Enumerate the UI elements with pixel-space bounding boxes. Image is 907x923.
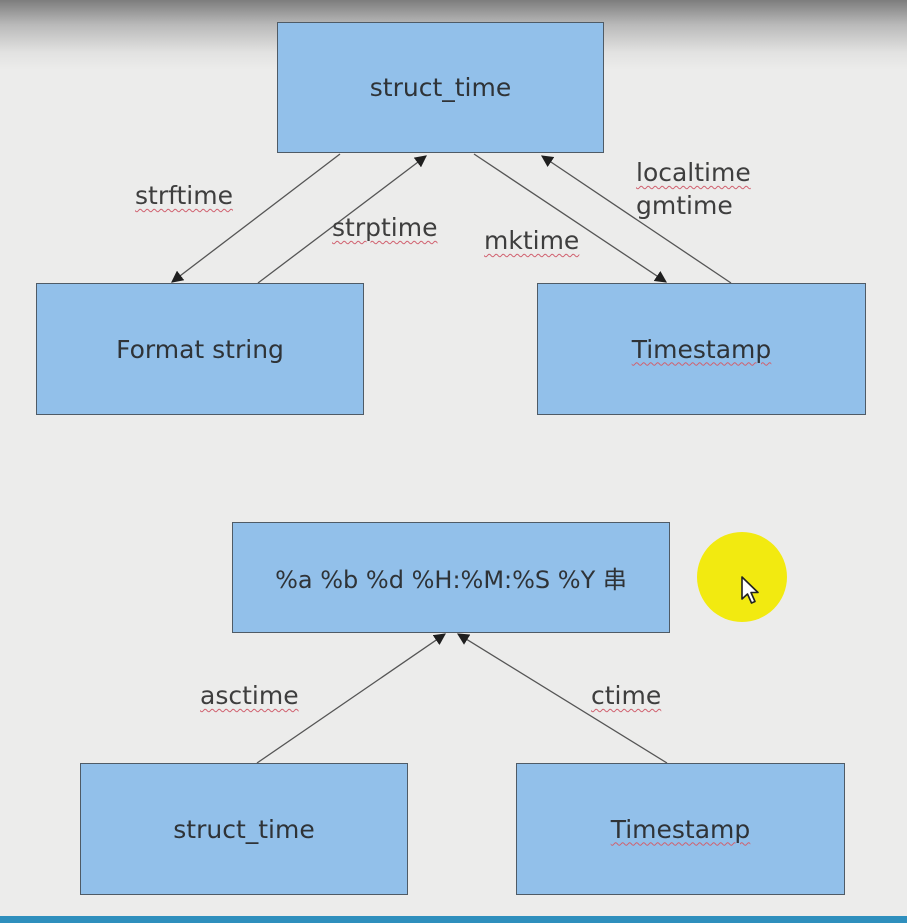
edge-label-asctime: asctime (200, 681, 299, 710)
edge-label-strftime: strftime (135, 181, 233, 210)
node-struct-time-bottom: struct_time (80, 763, 408, 895)
node-format-string: Format string (36, 283, 364, 415)
mouse-pointer-icon (741, 576, 759, 604)
arrow-mktime (473, 153, 667, 283)
bottom-bar (0, 916, 907, 923)
node-label: %a %b %d %H:%M:%S %Y 串 (275, 566, 627, 594)
node-label: struct_time (173, 814, 315, 844)
node-label: Timestamp (631, 334, 772, 364)
arrow-ctime (456, 633, 668, 764)
arrow-asctime (256, 633, 446, 764)
edge-label-localtime: localtime (636, 158, 751, 187)
node-label: Format string (116, 334, 284, 364)
arrow-strftime (171, 153, 341, 283)
node-struct-time-top: struct_time (277, 22, 604, 153)
node-timestamp-bottom: Timestamp (516, 763, 845, 895)
edge-label-strptime: strptime (332, 213, 438, 242)
node-label: Timestamp (610, 814, 751, 844)
node-label: struct_time (369, 73, 512, 102)
node-timestamp-top: Timestamp (537, 283, 866, 415)
edge-label-mktime: mktime (484, 226, 580, 255)
edge-label-ctime: ctime (591, 681, 662, 710)
arrow-localtime-gmtime (541, 155, 732, 284)
arrow-strptime (257, 155, 427, 284)
node-format-pattern: %a %b %d %H:%M:%S %Y 串 (232, 522, 670, 633)
edge-label-gmtime: gmtime (636, 191, 733, 220)
